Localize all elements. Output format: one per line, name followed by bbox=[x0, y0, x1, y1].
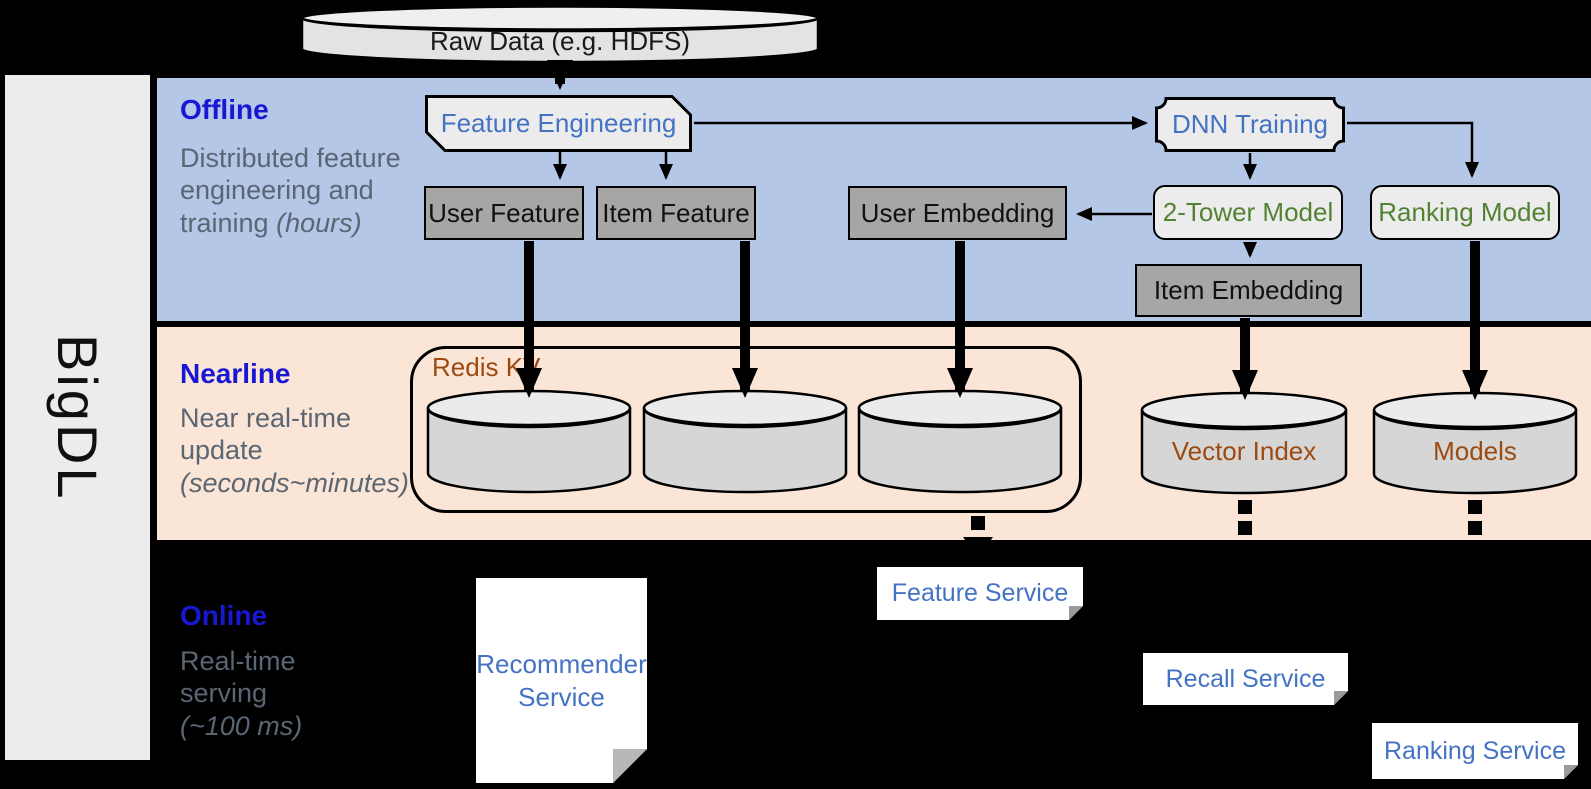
redis-kv-label: Redis KV bbox=[432, 352, 541, 382]
online-description: Real-time serving (~100 ms) bbox=[180, 645, 315, 742]
redis-shard-cylinder-1 bbox=[426, 388, 632, 494]
database-cylinder-icon bbox=[1140, 391, 1348, 495]
raw-data-store: Raw Data (e.g. HDFS) bbox=[300, 4, 820, 62]
online-desc-note: (~100 ms) bbox=[180, 710, 303, 741]
database-cylinder-icon bbox=[857, 389, 1063, 494]
item-feature-node: Item Feature bbox=[596, 186, 756, 240]
item-feature-label: Item Feature bbox=[602, 197, 750, 228]
dnn-training-node: DNN Training bbox=[1155, 97, 1345, 152]
database-cylinder-icon bbox=[1372, 391, 1578, 495]
plaque-shape bbox=[1155, 97, 1345, 152]
vector-index-store: Vector Index bbox=[1140, 390, 1348, 495]
database-cylinder-icon bbox=[642, 389, 848, 494]
vector-index-label: Vector Index bbox=[1171, 436, 1317, 466]
ranking-service-node: Ranking Service bbox=[1372, 723, 1578, 779]
ranking-model-label: Ranking Model bbox=[1378, 197, 1552, 227]
online-title: Online bbox=[180, 600, 268, 631]
redis-shard-cylinder-2 bbox=[642, 388, 848, 494]
two-tower-model-label: 2-Tower Model bbox=[1162, 197, 1334, 227]
item-embedding-label: Item Embedding bbox=[1153, 275, 1344, 305]
nearline-desc-note: (seconds~minutes) bbox=[180, 467, 409, 498]
feature-service-label: Feature Service bbox=[891, 579, 1069, 607]
bigdl-brand-label: BigDL bbox=[46, 333, 109, 502]
redis-shard-cylinder-3 bbox=[857, 388, 1063, 494]
recall-service-node: Recall Service bbox=[1143, 653, 1348, 705]
database-cylinder-icon bbox=[300, 5, 820, 62]
offline-title: Offline bbox=[180, 94, 269, 125]
dnn-training-label: DNN Training bbox=[1171, 109, 1329, 139]
offline-desc-note: (hours) bbox=[276, 207, 362, 238]
item-embedding-node: Item Embedding bbox=[1135, 264, 1362, 317]
ranking-model-node: Ranking Model bbox=[1370, 185, 1560, 240]
online-desc-text: Real-time serving bbox=[180, 646, 296, 709]
database-cylinder-icon bbox=[426, 389, 632, 494]
nearline-desc-text: Near real-time update bbox=[180, 403, 352, 466]
offline-description: Distributed feature engineering and trai… bbox=[180, 142, 415, 239]
feature-engineering-node: Feature Engineering bbox=[425, 95, 692, 152]
offline-desc-text: Distributed feature engineering and trai… bbox=[180, 143, 401, 238]
feature-service-node: Feature Service bbox=[877, 567, 1083, 620]
recall-service-label: Recall Service bbox=[1165, 664, 1326, 693]
recommender-service-label: Recommender Service bbox=[476, 649, 647, 712]
models-store: Models bbox=[1372, 390, 1578, 495]
user-feature-node: User Feature bbox=[424, 186, 584, 240]
nearline-title: Nearline bbox=[180, 358, 291, 389]
snip-corner-shape bbox=[425, 95, 692, 152]
recommender-service-node: Recommender Service bbox=[476, 578, 647, 783]
user-embedding-label: User Embedding bbox=[860, 197, 1055, 228]
two-tower-model-node: 2-Tower Model bbox=[1153, 185, 1343, 240]
raw-data-label: Raw Data (e.g. HDFS) bbox=[429, 26, 691, 56]
user-feature-label: User Feature bbox=[428, 197, 580, 228]
user-embedding-node: User Embedding bbox=[848, 186, 1067, 240]
feature-engineering-label: Feature Engineering bbox=[440, 108, 677, 138]
nearline-description: Near real-time update (seconds~minutes) bbox=[180, 402, 440, 499]
ranking-service-label: Ranking Service bbox=[1383, 736, 1567, 765]
bigdl-sidebar: BigDL bbox=[5, 75, 150, 760]
models-label: Models bbox=[1433, 436, 1517, 466]
